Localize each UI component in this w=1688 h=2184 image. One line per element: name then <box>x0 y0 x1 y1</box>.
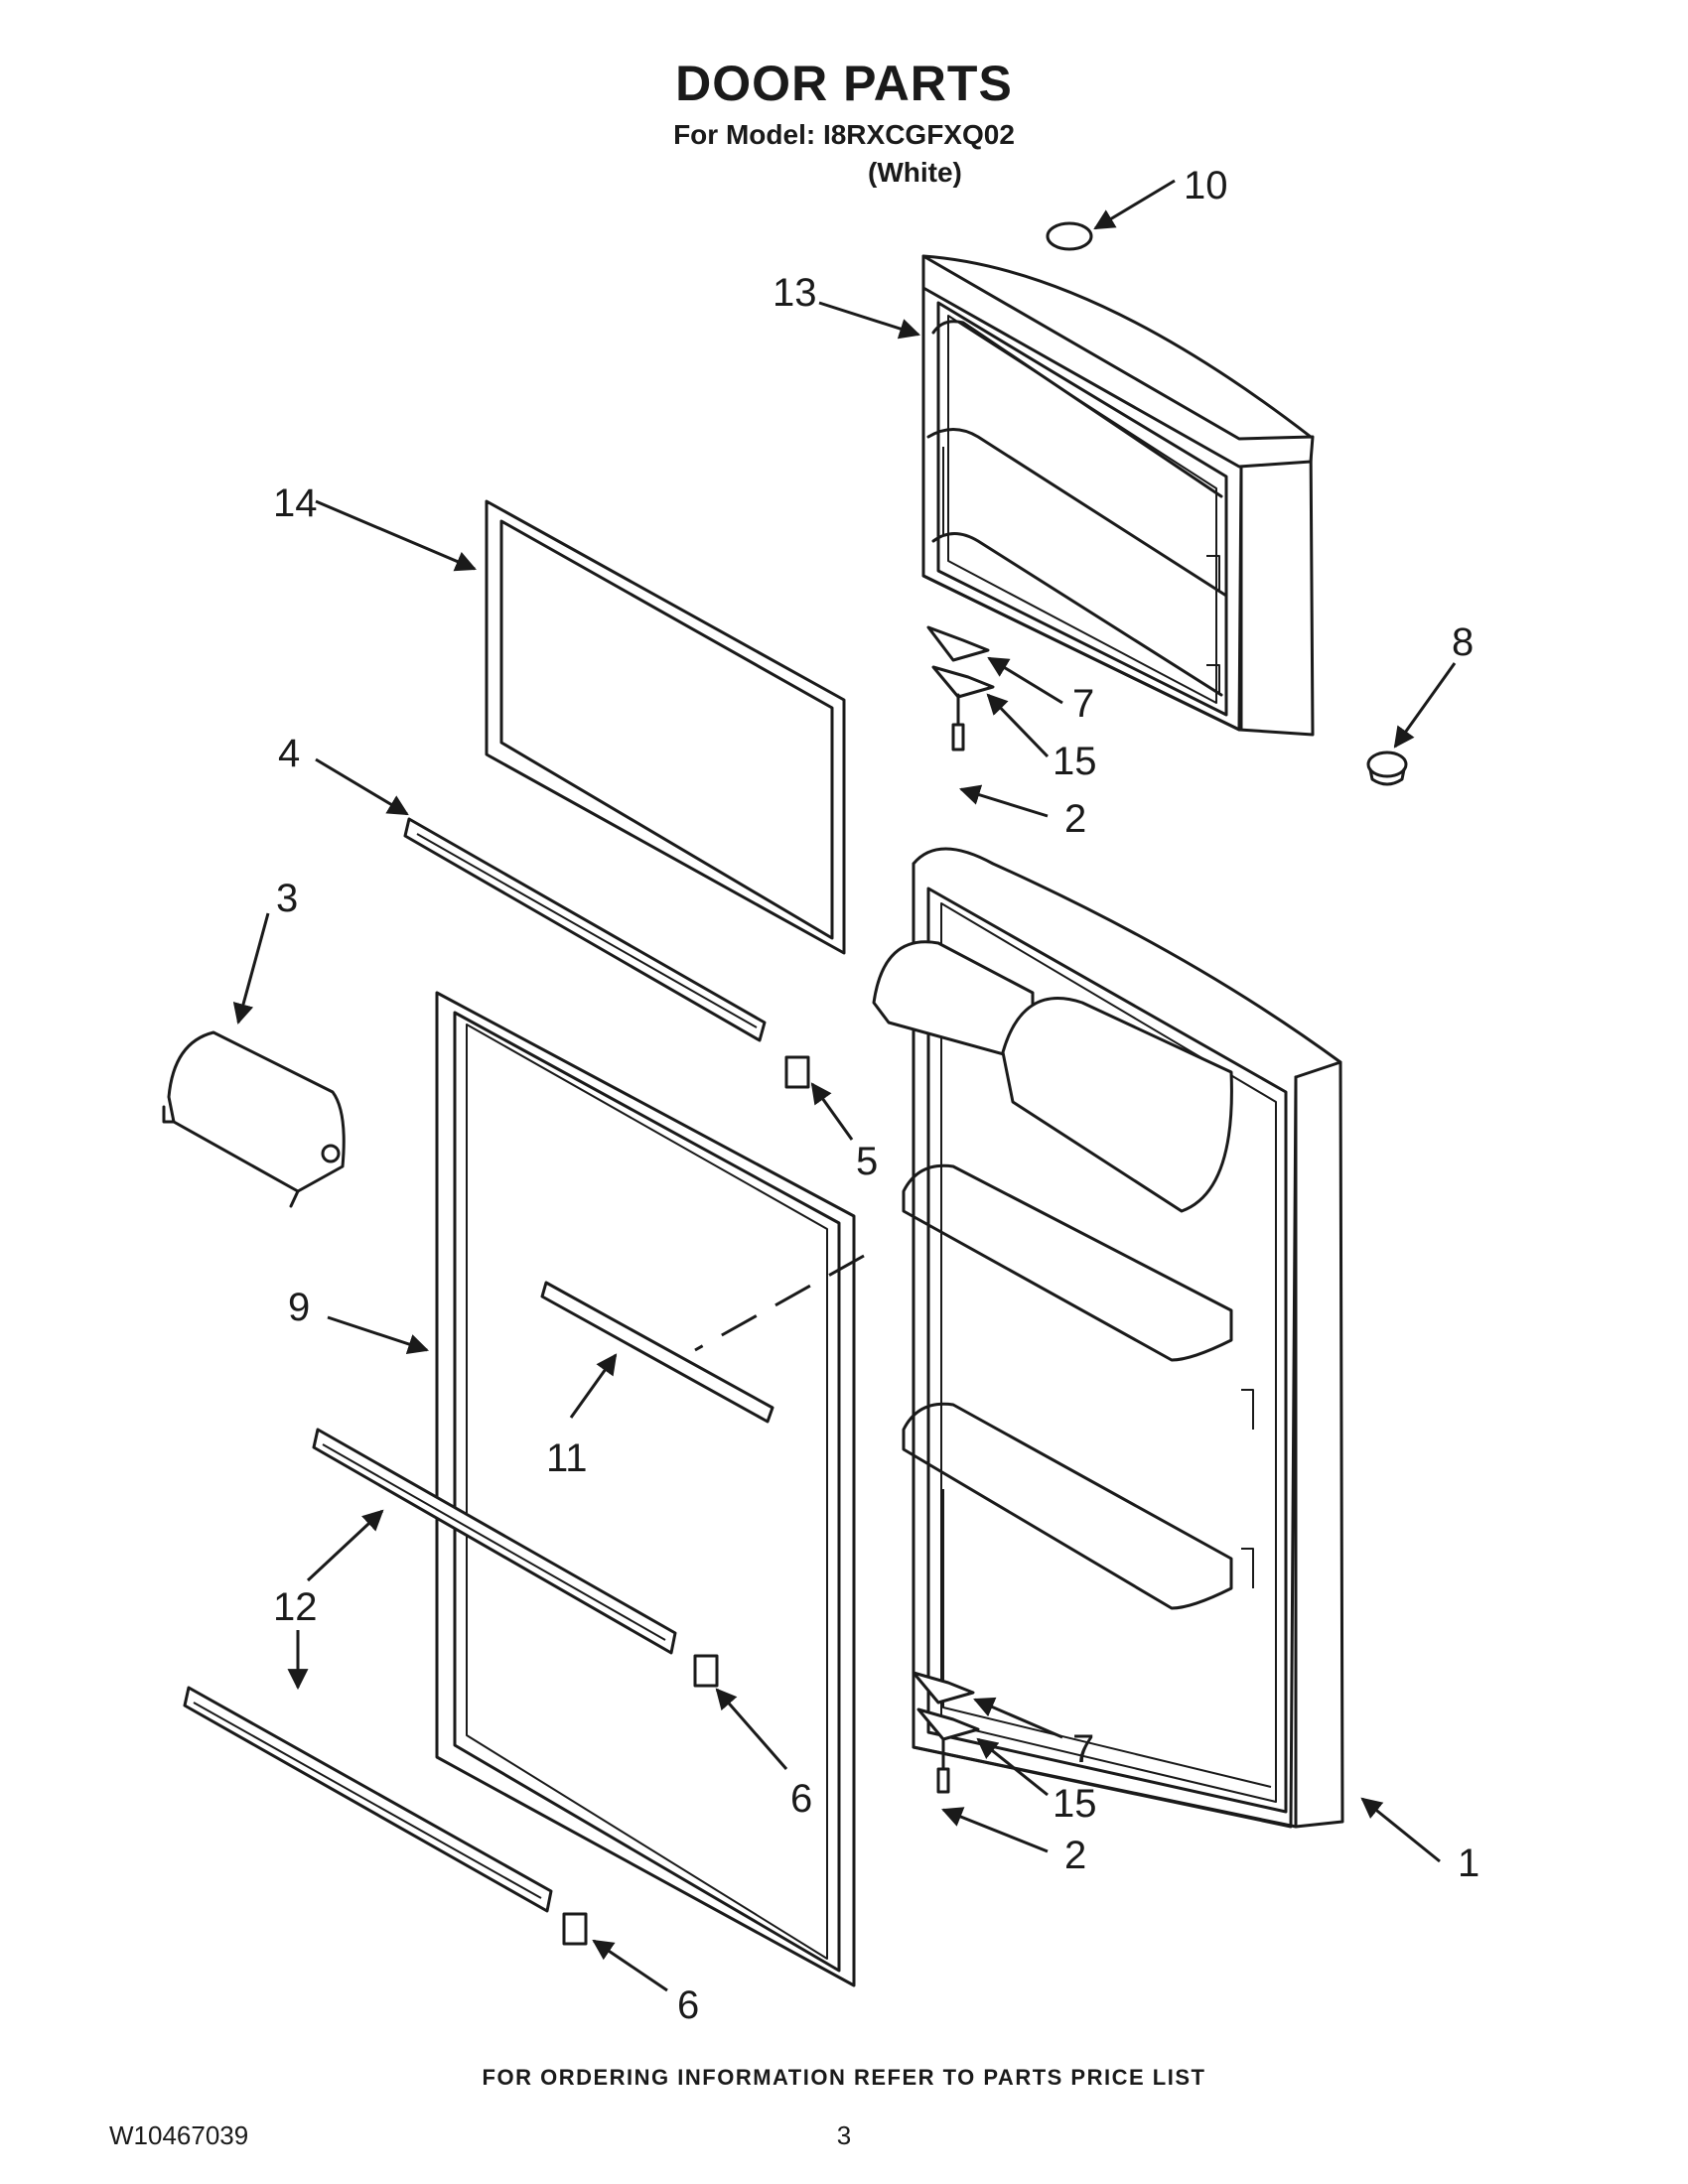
model-line: For Model: I8RXCGFXQ02 <box>673 119 1015 150</box>
ordering-note: FOR ORDERING INFORMATION REFER TO PARTS … <box>482 2065 1206 2090</box>
callout-5: 5 <box>856 1140 878 1183</box>
callout-13: 13 <box>773 271 817 315</box>
callout-7-lower: 7 <box>1072 1727 1094 1771</box>
callout-14: 14 <box>273 481 318 525</box>
trim-end-cap-6-lower <box>562 1912 588 1946</box>
callout-15-lower: 15 <box>1053 1782 1097 1826</box>
page-title: DOOR PARTS <box>675 56 1013 111</box>
callout-10: 10 <box>1184 164 1228 207</box>
plug-button <box>1046 221 1093 251</box>
callout-3: 3 <box>276 877 298 920</box>
door-shelf-trim <box>540 1281 774 1424</box>
callout-7-upper: 7 <box>1072 682 1094 726</box>
fresh-food-door <box>694 847 1344 1829</box>
callout-2-lower: 2 <box>1064 1834 1086 1877</box>
leader-lines <box>232 179 1457 1992</box>
callout-11: 11 <box>546 1436 588 1480</box>
document-number: W10467039 <box>109 2120 249 2150</box>
callout-4: 4 <box>278 732 300 775</box>
callout-12: 12 <box>273 1585 318 1629</box>
page-number: 3 <box>836 2120 852 2150</box>
freezer-gasket <box>485 499 846 955</box>
freezer-door <box>921 254 1315 737</box>
fresh-food-gasket <box>435 991 856 1987</box>
trim-end-cap-5 <box>784 1055 810 1089</box>
callout-8: 8 <box>1452 620 1474 664</box>
callout-1: 1 <box>1458 1842 1479 1885</box>
dairy-door <box>162 1030 346 1208</box>
callout-6-upper: 6 <box>790 1777 812 1821</box>
callout-2-upper: 2 <box>1064 797 1086 841</box>
hinge-set-upper <box>926 625 995 751</box>
callout-15-upper: 15 <box>1053 740 1097 783</box>
trim-end-cap-6-upper <box>693 1654 719 1688</box>
freezer-shelf-trim <box>403 817 767 1042</box>
callout-6-lower: 6 <box>677 1983 699 2027</box>
callout-9: 9 <box>288 1286 310 1329</box>
hinge-set-lower <box>912 1671 980 1794</box>
hole-plug <box>1366 751 1408 786</box>
bar-trim-lower <box>183 1686 553 1913</box>
color-note: (White) <box>868 157 962 188</box>
bar-trim-upper <box>312 1428 677 1655</box>
